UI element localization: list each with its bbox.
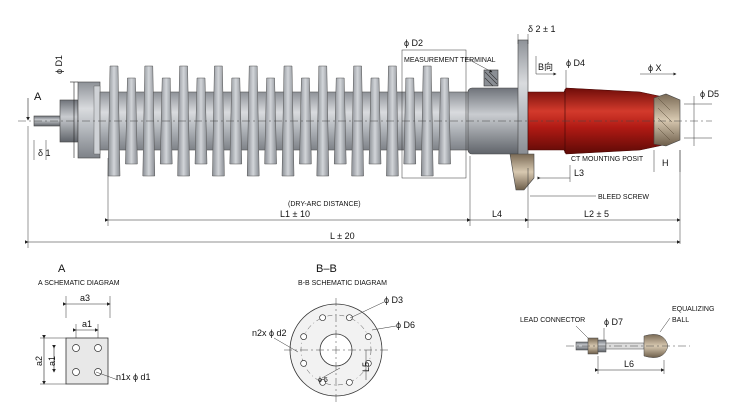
schematic-bb-title: B–B [316,263,337,275]
terminal-hole [72,344,80,352]
terminal-block-face [65,337,109,385]
label-bleed-screw: BLEED SCREW [598,194,649,201]
dim-l-total: L ± 20 [330,231,355,241]
dim-d1: ϕ D1 [54,55,64,74]
dim-l5: L5 [361,362,371,372]
dim-l2: L2 ± 5 [584,209,609,219]
dim-a2: a2 [34,356,44,366]
flange-bolt-hole [364,333,372,340]
dim-l6: L6 [624,359,634,369]
flange-bolt-hole [300,360,308,367]
insulator-shed [420,65,434,177]
flange-bolt-holes [300,314,372,386]
schematic-bb-subtitle: B-B SCHEMATIC DIAGRAM [298,280,387,287]
flange-bolt-hole [346,314,353,322]
insulator-shed [281,65,295,177]
dim-phi5: ϕ 5 [318,377,328,384]
label-a-holes: n1x ϕ d1 [116,372,151,382]
flange-bolt-hole [319,378,326,386]
label-dry-arc: (DRY-ARC DISTANCE) [288,201,361,208]
dim-d3: ϕ D3 [384,295,403,305]
bottom-terminal-end [653,93,681,147]
dim-delta2: δ 2 ± 1 [528,24,555,34]
dim-x: ϕ X [648,63,662,73]
schematic-bb: B–B B-B SCHEMATIC DIAGRAM ϕ D3 ϕ D6 n2x … [252,263,415,402]
dim-a1-horizontal: a1 [82,319,92,329]
terminal-hole [94,368,102,376]
insulator-shed [212,65,225,177]
insulator-shed [438,77,451,165]
insulator-shed [299,77,312,165]
view-a-marker: A [34,91,42,103]
terminal-hole [72,368,80,376]
label-lead-connector: LEAD CONNECTOR [520,317,585,324]
terminal-holes [72,344,102,376]
schematic-a-title: A [58,263,66,275]
main-bushing-view: A ϕ D1 δ 1 ϕ D2 MEASUREMENT TERMINAL δ 2… [18,24,719,248]
flange-bolt-hole [300,333,308,340]
flange-bolt-hole [319,314,326,322]
flange-bolt-hole [364,360,372,367]
label-bb-holes: n2x ϕ d2 [252,328,287,338]
mounting-flange-plate [517,39,529,165]
bleed-screw-bracket [509,153,535,191]
schematic-a: A A SCHEMATIC DIAGRAM a3 a1 a2 a1 n1x ϕ … [34,263,151,385]
insulator-shed [229,77,243,165]
label-equalizing: EQUALIZING [672,306,714,313]
dim-d7: ϕ D7 [604,317,623,327]
dim-d4: ϕ D4 [566,58,585,68]
label-ball: BALL [672,317,689,324]
flange-bolt-hole [346,378,353,386]
label-ct-mounting: CT MOUNTING POSIT [571,156,644,163]
label-measurement-terminal: MEASUREMENT TERMINAL [404,57,496,64]
label-b-direction: B向 [538,61,553,72]
dim-h: H [662,158,669,168]
dim-a3: a3 [80,293,90,303]
dim-delta1: δ 1 [38,148,51,158]
dim-a1-vertical: a1 [47,356,57,366]
lead-detail: LEAD CONNECTOR ϕ D7 EQUALIZING BALL L6 [520,306,714,374]
dim-l1: L1 ± 10 [280,209,310,219]
dim-l4: L4 [492,209,502,219]
dim-d5: ϕ D5 [700,89,719,99]
dim-d6: ϕ D6 [396,320,415,330]
dim-d2: ϕ D2 [404,38,423,48]
schematic-a-subtitle: A SCHEMATIC DIAGRAM [38,280,120,287]
terminal-hole [94,344,102,352]
dim-l3: L3 [574,168,584,178]
